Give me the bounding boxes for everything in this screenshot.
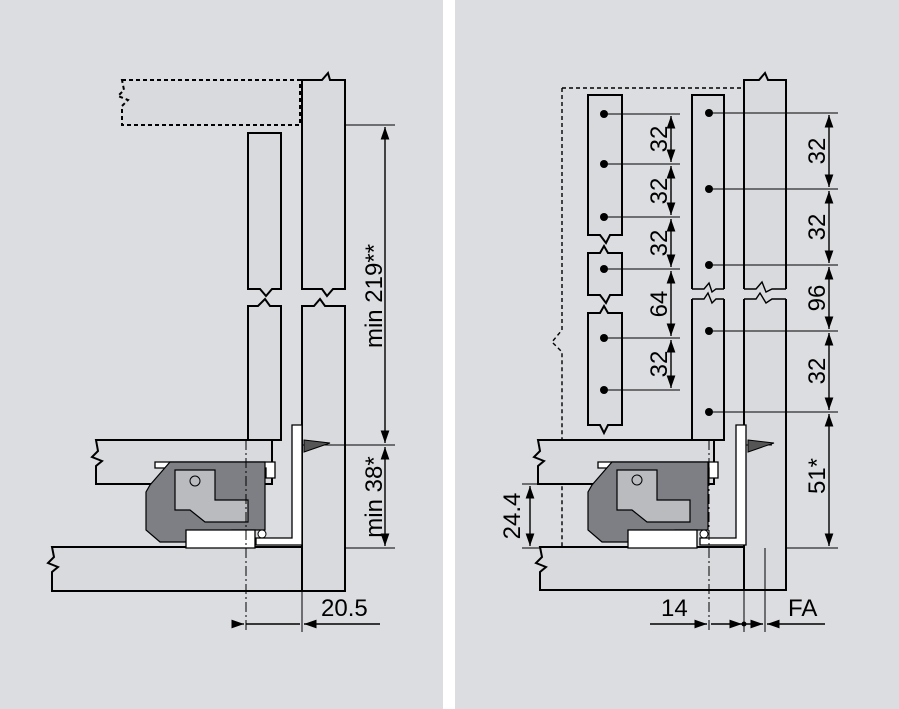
- right-pitch-label-4: 32: [804, 358, 831, 385]
- left-pitch-label-1: 32: [646, 126, 673, 153]
- left-pitch-label-2: 32: [646, 178, 673, 205]
- right-pitch-dimensions: 32 32 96 32 51*: [804, 115, 834, 546]
- cabinet-break-gap: [742, 289, 788, 299]
- dim-fa-label: FA: [788, 595, 817, 622]
- left-pitch-label-3: 32: [646, 230, 673, 257]
- runner-bracket: [255, 424, 303, 546]
- adjust-screw-icon: [631, 474, 643, 486]
- vertical-dimension-left: min 219** min 38*: [330, 124, 395, 549]
- adjust-screw-icon: [189, 475, 201, 487]
- right-pitch-reference-lines: [709, 112, 838, 549]
- left-pitch-dimensions: 32 32 32 64 32: [646, 116, 676, 388]
- dim-14-label: 14: [661, 595, 688, 622]
- drawer-side-lower: [247, 297, 282, 441]
- dim-20-5-label: 20.5: [321, 595, 368, 622]
- cabinet-bottom: [46, 546, 303, 592]
- right-pitch-label-2: 32: [804, 214, 831, 241]
- rail-roller-icon: [699, 529, 709, 539]
- runner-bracket: [699, 424, 747, 546]
- runner-rail: [185, 529, 256, 549]
- dim-point: [741, 621, 747, 627]
- dim-24-4-label: 24.4: [499, 493, 526, 540]
- cabinet-bottom-right: [534, 546, 745, 591]
- screw-icon: [303, 439, 331, 453]
- left-pitch-reference-lines: [604, 113, 680, 391]
- cabinet-side-upper: [301, 70, 346, 298]
- drawer-side-upper: [247, 132, 282, 298]
- dim-min-219-label: min 219**: [361, 244, 388, 348]
- left-pitch-label-4: 64: [646, 291, 673, 318]
- horizontal-dimension-left: 20.5: [231, 591, 380, 632]
- panel-divider: [443, 0, 455, 709]
- rail-roller-icon: [257, 529, 267, 539]
- right-pitch-label-5: 51*: [804, 458, 831, 494]
- dimension-14-fa: 14 FA: [650, 595, 825, 629]
- runner-mechanism-right: [587, 424, 775, 549]
- cabinet-break-lines: [744, 280, 786, 304]
- front-bracket-upper: [587, 94, 623, 245]
- drawer-break-lines: [692, 281, 724, 305]
- right-pitch-label-3: 96: [804, 285, 831, 312]
- left-pitch-label-5: 32: [646, 351, 673, 378]
- dimension-24-4: 24.4: [499, 483, 540, 549]
- front-bracket-lower: [587, 303, 623, 436]
- screw-icon: [747, 439, 775, 453]
- runner-mechanism-left: [145, 424, 331, 549]
- front-bracket-mid: [587, 243, 623, 305]
- left-panel: min 219** min 38* 20.5: [0, 0, 443, 709]
- dim-min-38-label: min 38*: [361, 456, 388, 537]
- front-top-dashed: [116, 79, 301, 126]
- right-pitch-label-1: 32: [804, 138, 831, 165]
- runner-rail: [627, 529, 698, 549]
- right-panel: 32 32 32 64 32 32 32 96 32 51*: [455, 0, 899, 709]
